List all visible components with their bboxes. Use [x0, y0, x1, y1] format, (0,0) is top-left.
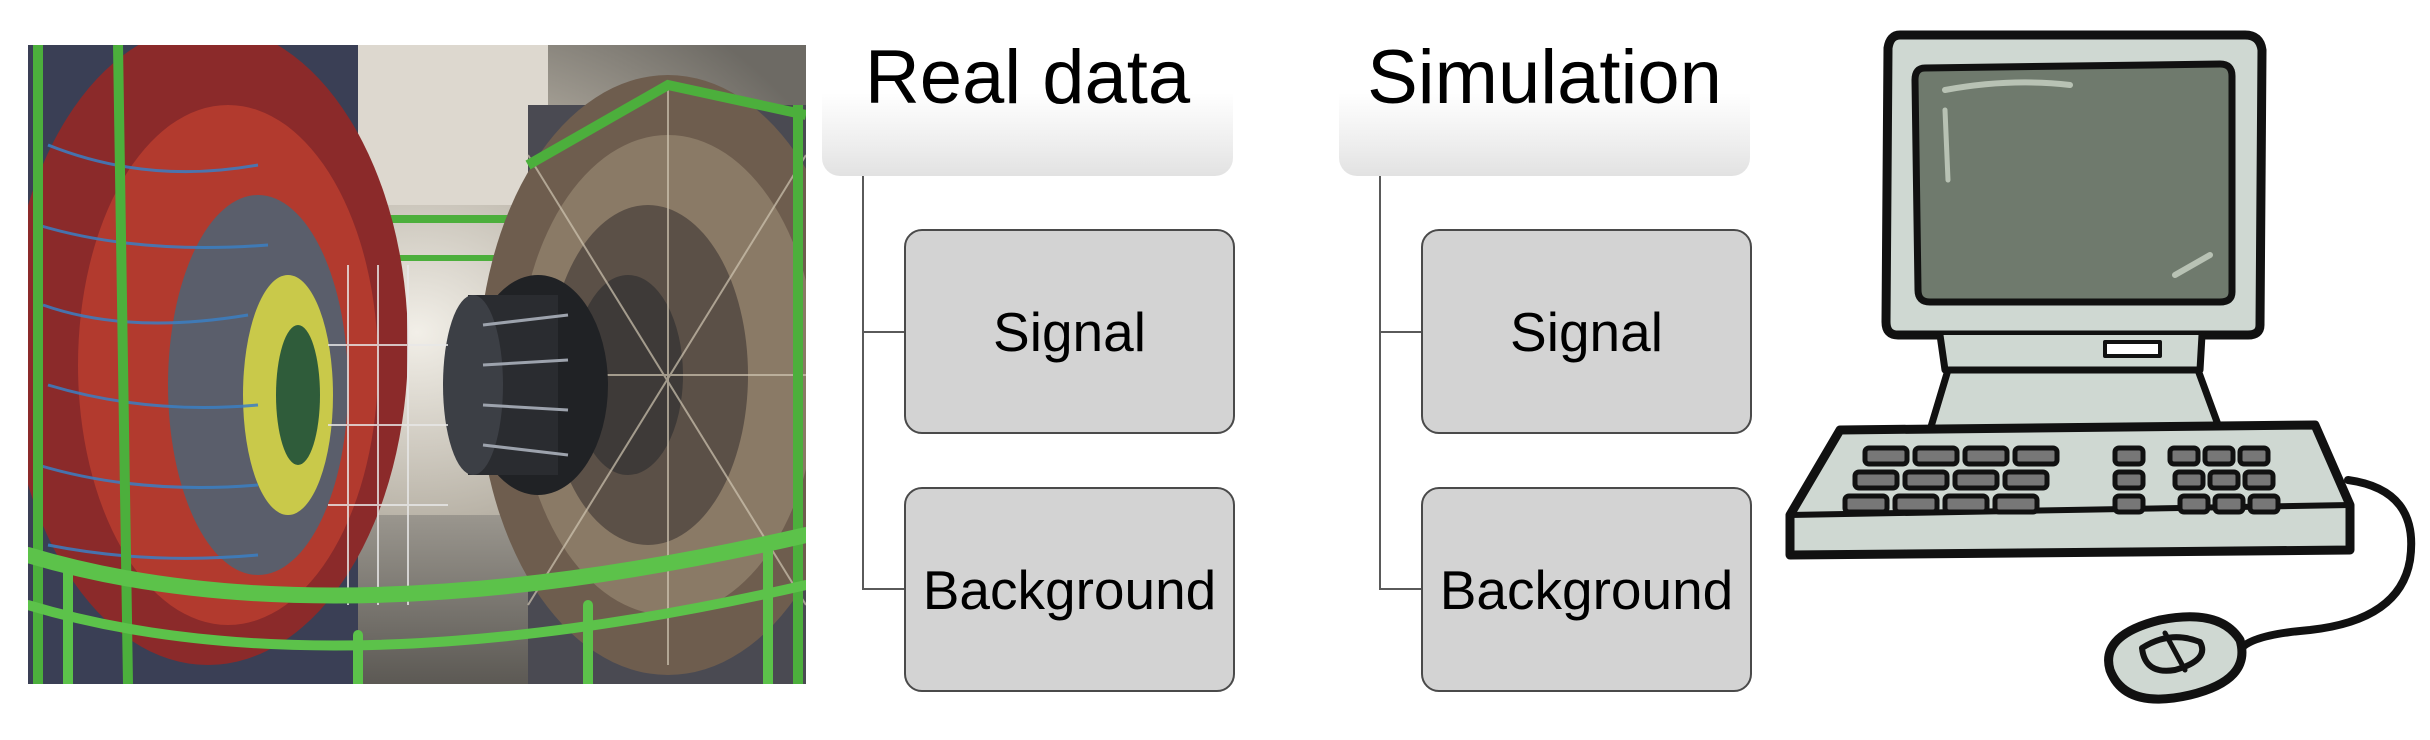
computer-clipart: [1770, 30, 2420, 730]
simulation-title: Simulation: [1367, 35, 1722, 120]
simulation-connector-background: [1379, 588, 1423, 590]
simulation-background-label: Background: [1439, 558, 1734, 621]
real-data-header: Real data: [822, 40, 1233, 176]
simulation-signal-label: Signal: [1510, 300, 1663, 363]
real-data-background-box: Background: [904, 487, 1235, 692]
real-data-signal-box: Signal: [904, 229, 1235, 434]
simulation-header: Simulation: [1339, 40, 1750, 176]
simulation-connector-vertical: [1379, 176, 1381, 589]
simulation-connector-signal: [1379, 331, 1423, 333]
real-data-background-label: Background: [922, 558, 1217, 621]
real-data-connector-signal: [862, 331, 906, 333]
simulation-background-box: Background: [1421, 487, 1752, 692]
real-data-title: Real data: [864, 35, 1191, 120]
real-data-connector-background: [862, 588, 906, 590]
real-data-signal-label: Signal: [993, 300, 1146, 363]
simulation-signal-box: Signal: [1421, 229, 1752, 434]
detector-photo: [28, 45, 806, 684]
real-data-connector-vertical: [862, 176, 864, 589]
